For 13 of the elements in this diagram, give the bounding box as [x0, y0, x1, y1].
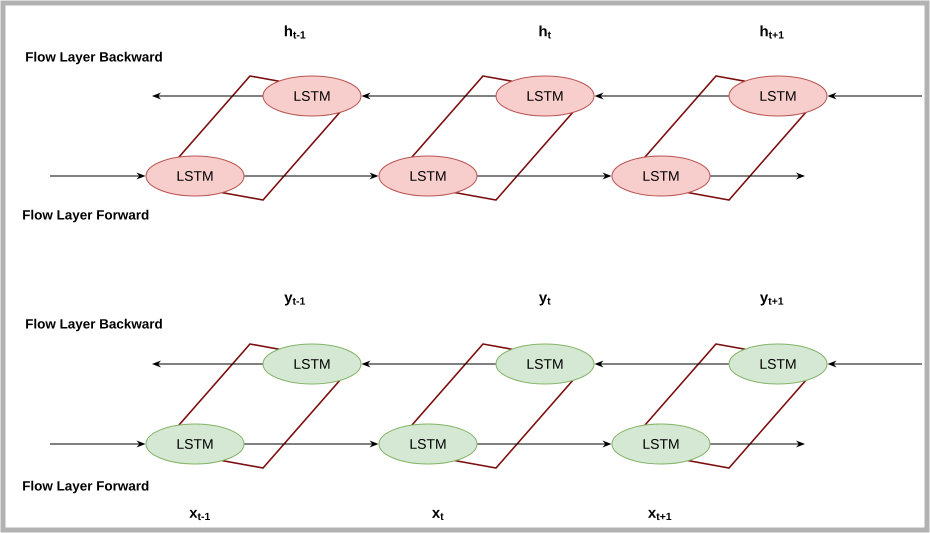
variable-label: y$_{t}$: [538, 294, 551, 306]
layer-label: Flow Layer Backward: [26, 52, 162, 64]
variable-label: x$_{t-1}$: [189, 510, 210, 520]
layer-label: Flow Layer Forward: [23, 480, 148, 494]
variable-label: h$_{t-1}$: [284, 25, 306, 39]
variable-label: h$_{t}$: [540, 25, 551, 39]
variable-label: y$_{t-1}$: [284, 294, 305, 306]
variable-label: x$_{t+1}$: [648, 510, 672, 520]
variable-label: y$_{t+1}$: [760, 294, 784, 306]
variable-label: h$_{t+1}$: [760, 25, 784, 39]
variable-label: x$_{t}$: [432, 510, 444, 520]
layer-label: Flow Layer Backward: [26, 318, 162, 332]
layer-label: Flow Layer Forward: [23, 210, 148, 222]
